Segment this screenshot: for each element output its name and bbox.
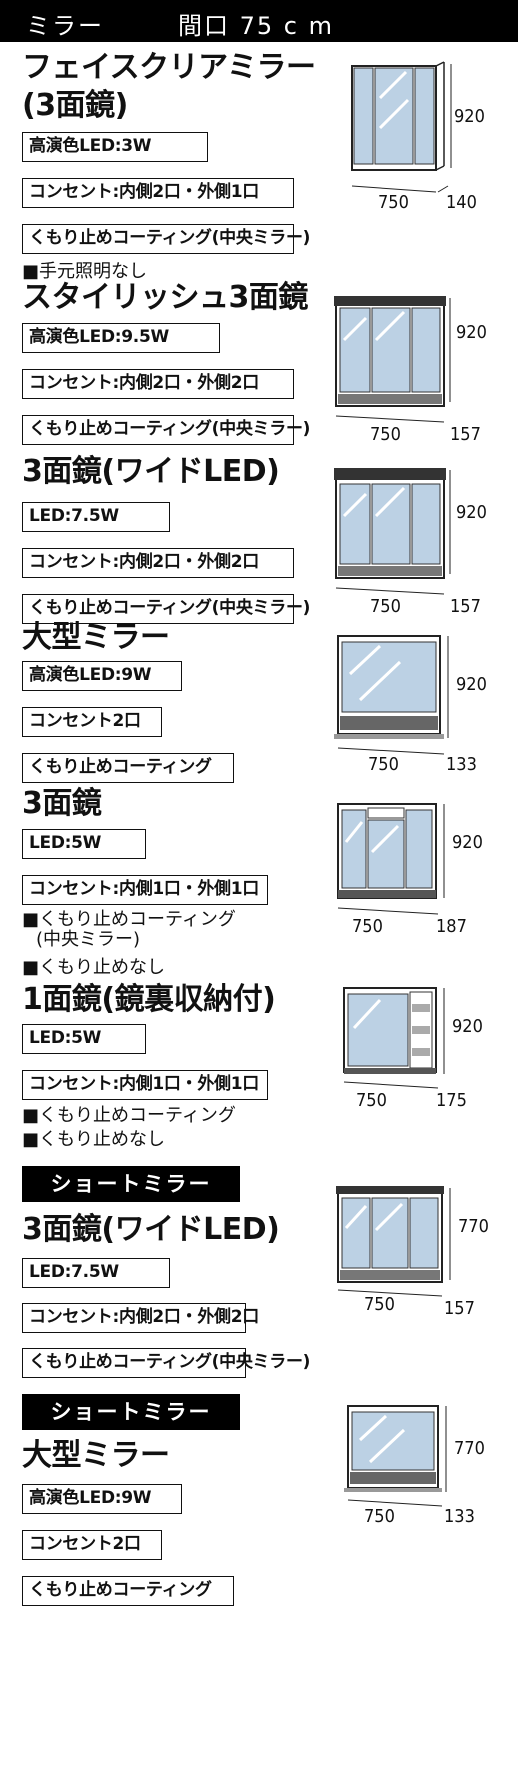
product-title: 3面鏡(ワイドLED) bbox=[22, 454, 280, 489]
dim-width: 750 bbox=[368, 754, 399, 775]
cabinet-diagram: 920 750 157 bbox=[334, 468, 487, 617]
dim-width: 750 bbox=[352, 916, 383, 937]
short-mirror-tag: ショートミラー bbox=[22, 1394, 240, 1430]
product-title: 大型ミラー bbox=[22, 620, 170, 655]
spec-led: LED:5W bbox=[22, 1024, 146, 1054]
cabinet-diagram: 920 750 175 bbox=[343, 987, 483, 1111]
cabinet-diagram: 920 750 140 bbox=[351, 61, 485, 213]
dim-height: 920 bbox=[456, 502, 487, 523]
spec-led: 高演色LED:9.5W bbox=[22, 323, 220, 353]
dim-height: 770 bbox=[458, 1216, 489, 1237]
dim-depth: 133 bbox=[444, 1506, 475, 1527]
spec-led: 高演色LED:3W bbox=[22, 132, 208, 162]
spec-note-antifog: ■くもり止めコーティング bbox=[22, 1105, 236, 1126]
dim-width: 750 bbox=[370, 424, 401, 445]
cabinet-diagram: 920 750 157 bbox=[334, 296, 487, 445]
product-subtitle: (3面鏡) bbox=[22, 88, 128, 123]
spec-led: 高演色LED:9W bbox=[22, 1484, 182, 1514]
product-title: 3面鏡(ワイドLED) bbox=[22, 1212, 280, 1247]
cabinet-diagram: 770 750 157 bbox=[336, 1186, 489, 1319]
product-title: 大型ミラー bbox=[22, 1438, 170, 1473]
spec-note-no-antifog: ■くもり止めなし bbox=[22, 957, 166, 978]
spec-note: ■手元照明なし bbox=[22, 261, 148, 282]
product-title: フェイスクリアミラー bbox=[22, 50, 316, 85]
spec-antifog: くもり止めコーティング bbox=[22, 753, 234, 783]
spec-outlet: コンセント2口 bbox=[22, 1530, 162, 1560]
dim-height: 920 bbox=[452, 832, 483, 853]
spec-antifog: くもり止めコーティング bbox=[22, 1576, 234, 1606]
spec-outlet: コンセント:内側2口・外側2口 bbox=[22, 548, 294, 578]
dim-depth: 187 bbox=[436, 916, 467, 937]
dim-height: 920 bbox=[454, 106, 485, 127]
product-title: 1面鏡(鏡裏収納付) bbox=[22, 982, 276, 1017]
short-mirror-tag: ショートミラー bbox=[22, 1166, 240, 1202]
dim-depth: 140 bbox=[446, 192, 477, 213]
product-title: スタイリッシュ3面鏡 bbox=[22, 280, 308, 315]
spec-outlet: コンセント:内側2口・外側2口 bbox=[22, 369, 294, 399]
spec-outlet: コンセント2口 bbox=[22, 707, 162, 737]
cabinet-diagram: 920 750 187 bbox=[337, 803, 483, 937]
spec-led: LED:5W bbox=[22, 829, 146, 859]
spec-note-antifog: ■くもり止めコーティング bbox=[22, 909, 236, 930]
dim-depth: 157 bbox=[450, 424, 481, 445]
spec-antifog: くもり止めコーティング(中央ミラー) bbox=[22, 594, 310, 624]
spec-antifog: くもり止めコーティング(中央ミラー) bbox=[22, 224, 310, 254]
spec-note-antifog-sub: (中央ミラー) bbox=[36, 929, 141, 950]
dim-depth: 157 bbox=[450, 596, 481, 617]
spec-outlet: コンセント:内側1口・外側1口 bbox=[22, 1070, 268, 1100]
dim-height: 920 bbox=[456, 322, 487, 343]
dim-height: 770 bbox=[454, 1438, 485, 1459]
dim-width: 750 bbox=[364, 1294, 395, 1315]
spec-led: LED:7.5W bbox=[22, 1258, 170, 1288]
dim-height: 920 bbox=[456, 674, 487, 695]
spec-note-no-antifog: ■くもり止めなし bbox=[22, 1129, 166, 1150]
dim-depth: 175 bbox=[436, 1090, 467, 1111]
dim-width: 750 bbox=[364, 1506, 395, 1527]
header-width: 間口 75 c m bbox=[178, 12, 334, 40]
cabinet-diagram: 920 750 133 bbox=[334, 635, 487, 775]
spec-outlet: コンセント:内側2口・外側1口 bbox=[22, 178, 294, 208]
spec-outlet: コンセント:内側1口・外側1口 bbox=[22, 875, 268, 905]
page-header: ミラー 間口 75 c m bbox=[0, 0, 518, 42]
spec-antifog: くもり止めコーティング(中央ミラー) bbox=[22, 1348, 310, 1378]
header-category: ミラー bbox=[26, 12, 104, 40]
dim-depth: 133 bbox=[446, 754, 477, 775]
spec-outlet: コンセント:内側2口・外側2口 bbox=[22, 1303, 259, 1333]
dim-depth: 157 bbox=[444, 1298, 475, 1319]
product-title: 3面鏡 bbox=[22, 786, 102, 821]
spec-led: 高演色LED:9W bbox=[22, 661, 182, 691]
spec-antifog: くもり止めコーティング(中央ミラー) bbox=[22, 415, 310, 445]
dim-width: 750 bbox=[370, 596, 401, 617]
dim-width: 750 bbox=[356, 1090, 387, 1111]
dim-width: 750 bbox=[378, 192, 409, 213]
spec-led: LED:7.5W bbox=[22, 502, 170, 532]
dim-height: 920 bbox=[452, 1016, 483, 1037]
cabinet-diagram: 770 750 133 bbox=[344, 1405, 485, 1527]
